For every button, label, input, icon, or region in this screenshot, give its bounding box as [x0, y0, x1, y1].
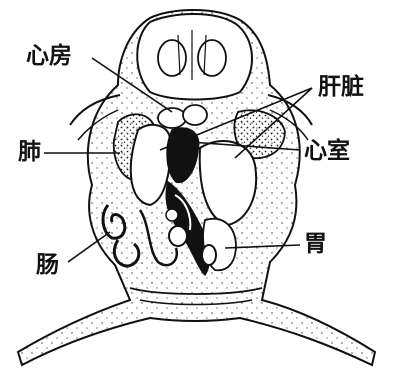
left-eye — [158, 40, 186, 76]
head — [137, 14, 252, 100]
left-atrium — [158, 108, 186, 128]
right-eye — [198, 40, 226, 76]
label-ventricle: 心室 — [304, 140, 350, 163]
right-atrium — [183, 105, 207, 125]
label-atrium: 心房 — [26, 45, 72, 68]
label-liver: 肝脏 — [318, 76, 364, 99]
label-intestine: 肠 — [36, 254, 59, 277]
label-lung: 肺 — [18, 141, 41, 164]
label-stomach: 胃 — [304, 233, 327, 256]
